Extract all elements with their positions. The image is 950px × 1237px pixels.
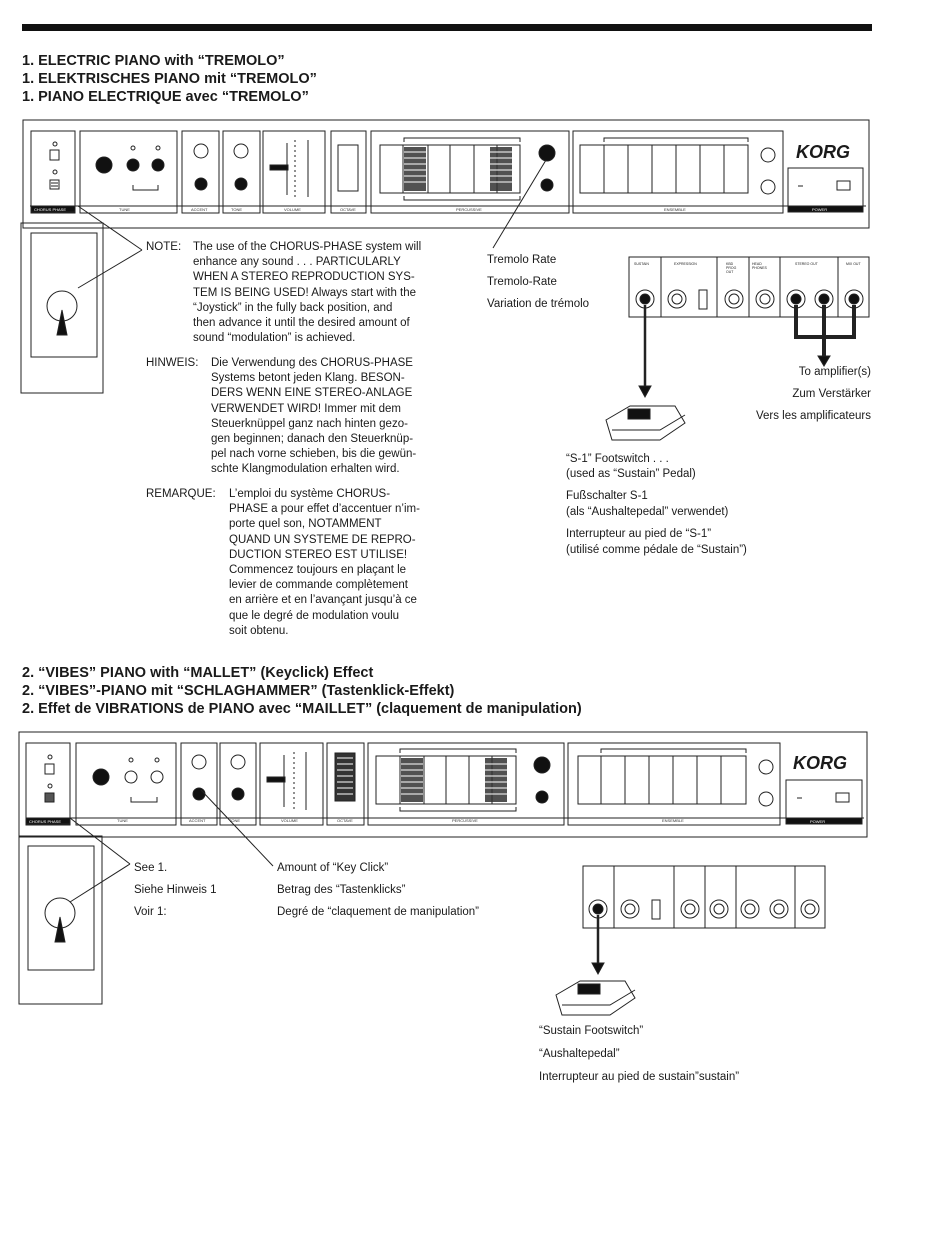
svg-text:OCTAVE: OCTAVE (337, 818, 353, 823)
jack-label-expression: EXPRESSION (674, 262, 697, 266)
svg-text:TUNE: TUNE (117, 818, 128, 823)
jack-label-mix-out: MIX OUT (846, 262, 861, 266)
volume-module (262, 130, 326, 214)
chorus-phase-label-1: CHORUS PHASE (34, 207, 67, 212)
jack-label-stereo-out: STEREO OUT (795, 262, 818, 266)
svg-text:TONE: TONE (229, 818, 240, 823)
section1-title-de: 1. ELEKTRISCHES PIANO mit “TREMOLO” (22, 71, 317, 87)
amplifier-en: To amplifier(s) (798, 366, 871, 378)
octave-module (330, 130, 367, 214)
footswitch-en-1: “S-1” Footswitch . . . (566, 453, 669, 465)
percussive-module (370, 130, 570, 214)
note-label: NOTE: (146, 241, 182, 253)
hinweis-text: Die Verwendung des CHORUS-PHASE Systems … (211, 357, 417, 476)
footswitch-de-1: Fußschalter S-1 (566, 490, 648, 502)
chorus-phase-label-2: CHORUS PHASE (29, 819, 62, 824)
power-label-2: POWER (810, 819, 826, 824)
panel-outline-2 (18, 731, 868, 838)
section1-title-en: 1. ELECTRIC PIANO with “TREMOLO” (22, 53, 285, 69)
svg-text:PERCUSSIVE: PERCUSSIVE (452, 818, 478, 823)
svg-text:OCTAVE: OCTAVE (340, 207, 356, 212)
keyclick-de: Betrag des “Tastenklicks” (277, 884, 406, 896)
svg-text:ACCENT: ACCENT (191, 207, 208, 212)
sustain-de: “Aushaltepedal” (539, 1048, 620, 1060)
sustain-en: “Sustain Footswitch” (539, 1025, 644, 1037)
footswitch-fr-1: Interrupteur au pied de “S-1” (566, 528, 712, 540)
footswitch-en-2: (used as “Sustain” Pedal) (566, 468, 696, 480)
see-en: See 1. (134, 862, 168, 874)
panel-outline (22, 119, 870, 229)
amplifier-de: Zum Verstärker (792, 388, 871, 400)
sustain-fr: Interrupteur au pied de sustain”sustain” (539, 1071, 740, 1083)
tremolo-rate-en: Tremolo Rate (487, 254, 557, 266)
jack-label-headphones: HEAD PHONES (752, 262, 767, 270)
svg-text:ENSEMBLE: ENSEMBLE (664, 207, 686, 212)
hinweis-label: HINWEIS: (146, 357, 199, 369)
accent-module (181, 130, 220, 214)
svg-text:ENSEMBLE: ENSEMBLE (662, 818, 684, 823)
keyclick-en: Amount of “Key Click” (277, 862, 389, 874)
footswitch-2 (555, 980, 636, 1016)
jack-label-kbd: KBD PROG OUT (726, 262, 737, 274)
chorus-phase-module (30, 130, 76, 214)
ensemble-module (572, 130, 784, 214)
jack-label-sustain: SUSTAIN (634, 262, 649, 266)
footswitch-de-2: (als “Aushaltepedal” verwendet) (566, 506, 729, 518)
note-text: The use of the CHORUS-PHASE system will … (193, 241, 422, 345)
svg-text:TONE: TONE (231, 207, 242, 212)
remarque-label: REMARQUE: (146, 488, 216, 500)
power-label-1: POWER (812, 207, 828, 212)
section1-title-fr: 1. PIANO ELECTRIQUE avec “TREMOLO” (22, 89, 309, 105)
section2-title-fr: 2. Effet de VIBRATIONS de PIANO avec “MA… (22, 701, 582, 717)
tune-module (79, 130, 178, 214)
keyclick-fr: Degré de “claquement de manipulation” (277, 906, 480, 918)
svg-text:TUNE: TUNE (119, 207, 130, 212)
korg-logo-2: KORG (793, 753, 847, 773)
joystick-inset-frame (20, 222, 104, 394)
see-de: Siehe Hinweis 1 (134, 884, 217, 896)
section2-title-en: 2. “VIBES” PIANO with “MALLET” (Keyclick… (22, 665, 374, 681)
section2-title-de: 2. “VIBES”-PIANO mit “SCHLAGHAMMER” (Tas… (22, 683, 455, 699)
svg-text:VOLUME: VOLUME (284, 207, 301, 212)
top-rule (22, 24, 872, 31)
tremolo-rate-de: Tremolo-Rate (487, 276, 557, 288)
svg-text:ACCENT: ACCENT (189, 818, 206, 823)
korg-logo-1: KORG (796, 142, 850, 162)
svg-text:VOLUME: VOLUME (281, 818, 298, 823)
footswitch-fr-2: (utilisé comme pédale de “Sustain”) (566, 544, 747, 556)
see-fr: Voir 1: (134, 906, 167, 918)
tone-module (222, 130, 261, 214)
svg-text:PERCUSSIVE: PERCUSSIVE (456, 207, 482, 212)
tremolo-rate-fr: Variation de trémolo (487, 298, 590, 310)
footswitch-1 (605, 405, 686, 441)
remarque-text: L’emploi du système CHORUS- PHASE a pour… (229, 488, 420, 637)
amplifier-fr: Vers les amplificateurs (755, 410, 871, 422)
